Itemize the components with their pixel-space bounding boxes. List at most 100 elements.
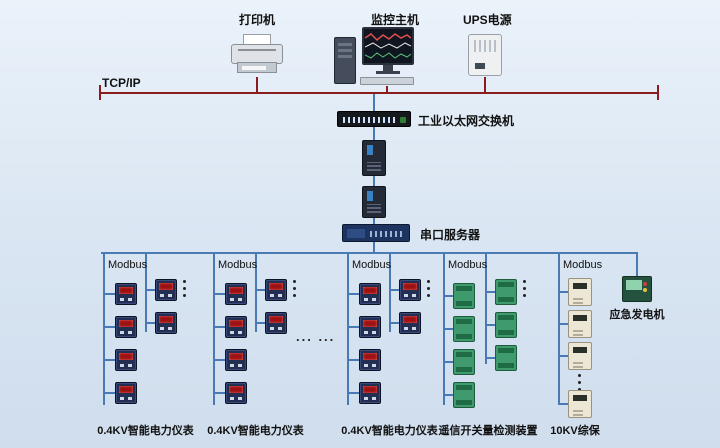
power-meter-icon <box>399 312 421 334</box>
io-module-icon <box>495 279 517 305</box>
power-meter-icon <box>359 382 381 404</box>
modbus-branch-line <box>485 252 487 364</box>
device-stub-line <box>445 361 453 363</box>
protection-relay-icon <box>568 278 592 306</box>
power-meter-icon <box>359 316 381 338</box>
media-converter-icon <box>362 140 386 176</box>
connector-line <box>373 94 375 111</box>
more-devices-dots <box>183 280 186 283</box>
connector-line <box>373 242 375 254</box>
device-stub-line <box>147 322 155 324</box>
power-meter-icon <box>359 283 381 305</box>
device-stub-line <box>445 295 453 297</box>
modbus-label: Modbus <box>108 259 148 271</box>
more-devices-dots <box>427 280 430 283</box>
printer-body <box>231 44 283 64</box>
modbus-branch-line <box>213 252 215 405</box>
branch-device-label: 0.4KV智能电力仪表 <box>341 425 438 437</box>
pc-stand <box>383 65 393 71</box>
device-stub-line <box>349 326 359 328</box>
power-meter-icon <box>115 316 137 338</box>
device-stub-line <box>349 392 359 394</box>
device-stub-line <box>215 359 225 361</box>
connector-line <box>373 218 375 224</box>
modbus-label: Modbus <box>563 259 603 271</box>
power-meter-icon <box>225 316 247 338</box>
connector-line <box>373 127 375 140</box>
more-devices-dots <box>293 280 296 283</box>
device-stub-line <box>560 291 568 293</box>
tcpip-end-cap <box>657 85 659 100</box>
branch-device-label: 0.4KV智能电力仪表 <box>97 425 194 437</box>
protection-relay-icon <box>568 310 592 338</box>
device-stub-line <box>257 289 265 291</box>
more-devices-dots <box>523 280 526 283</box>
device-stub-line <box>487 291 495 293</box>
power-meter-icon <box>359 349 381 371</box>
tcpip-label: TCP/IP <box>102 76 141 90</box>
power-meter-icon <box>225 382 247 404</box>
power-meter-icon <box>399 279 421 301</box>
power-meter-icon <box>265 279 287 301</box>
waveform-screen <box>365 33 411 59</box>
device-stub-line <box>391 289 399 291</box>
device-stub-line <box>215 392 225 394</box>
protection-relay-icon <box>568 342 592 370</box>
printer-icon <box>231 34 283 76</box>
modbus-branch-line <box>103 252 105 405</box>
pc-tower <box>334 37 356 84</box>
modbus-branch-line <box>389 252 391 332</box>
pc-keyboard <box>360 77 414 85</box>
generator-controller-icon <box>622 276 652 302</box>
device-stub-line <box>560 355 568 357</box>
power-meter-icon <box>115 382 137 404</box>
device-stub-line <box>560 403 568 405</box>
io-module-icon <box>453 382 475 408</box>
device-stub-line <box>105 392 115 394</box>
tcpip-bus-line <box>100 92 658 94</box>
power-meter-icon <box>115 283 137 305</box>
ups-drop-line <box>484 77 486 92</box>
host-drop-line <box>386 86 388 92</box>
modbus-branch-line <box>443 252 445 405</box>
device-stub-line <box>147 289 155 291</box>
modbus-branch-line <box>255 252 257 332</box>
power-meter-icon <box>155 312 177 334</box>
device-stub-line <box>349 293 359 295</box>
media-converter-icon <box>362 186 386 218</box>
power-meter-icon <box>115 349 137 371</box>
connector-line <box>373 176 375 186</box>
modbus-branch-line <box>558 252 560 405</box>
io-module-icon <box>453 349 475 375</box>
power-meter-icon <box>265 312 287 334</box>
device-stub-line <box>105 293 115 295</box>
device-stub-line <box>215 326 225 328</box>
protection-relay-icon <box>568 390 592 418</box>
power-meter-icon <box>155 279 177 301</box>
device-stub-line <box>257 322 265 324</box>
ups-label: UPS电源 <box>463 13 512 27</box>
pc-monitor <box>362 27 414 65</box>
device-stub-line <box>487 357 495 359</box>
power-meter-icon <box>225 349 247 371</box>
device-stub-line <box>445 328 453 330</box>
modbus-label: Modbus <box>218 259 258 271</box>
device-stub-line <box>105 359 115 361</box>
modbus-branch-line <box>145 252 147 332</box>
more-devices-dots <box>578 374 581 377</box>
modbus-label: Modbus <box>352 259 392 271</box>
serial-server-label: 串口服务器 <box>420 228 481 242</box>
modbus-label: Modbus <box>448 259 488 271</box>
monitoring-host-label: 监控主机 <box>371 13 420 27</box>
device-stub-line <box>105 326 115 328</box>
serial-server-icon <box>342 224 410 242</box>
monitoring-host-icon <box>334 27 416 89</box>
generator-drop-line <box>636 252 638 277</box>
ups-icon <box>468 34 502 76</box>
device-stub-line <box>215 293 225 295</box>
power-meter-icon <box>225 283 247 305</box>
ethernet-switch-label: 工业以太网交换机 <box>418 114 515 128</box>
generator-label: 应急发电机 <box>609 309 665 321</box>
io-module-icon <box>495 312 517 338</box>
